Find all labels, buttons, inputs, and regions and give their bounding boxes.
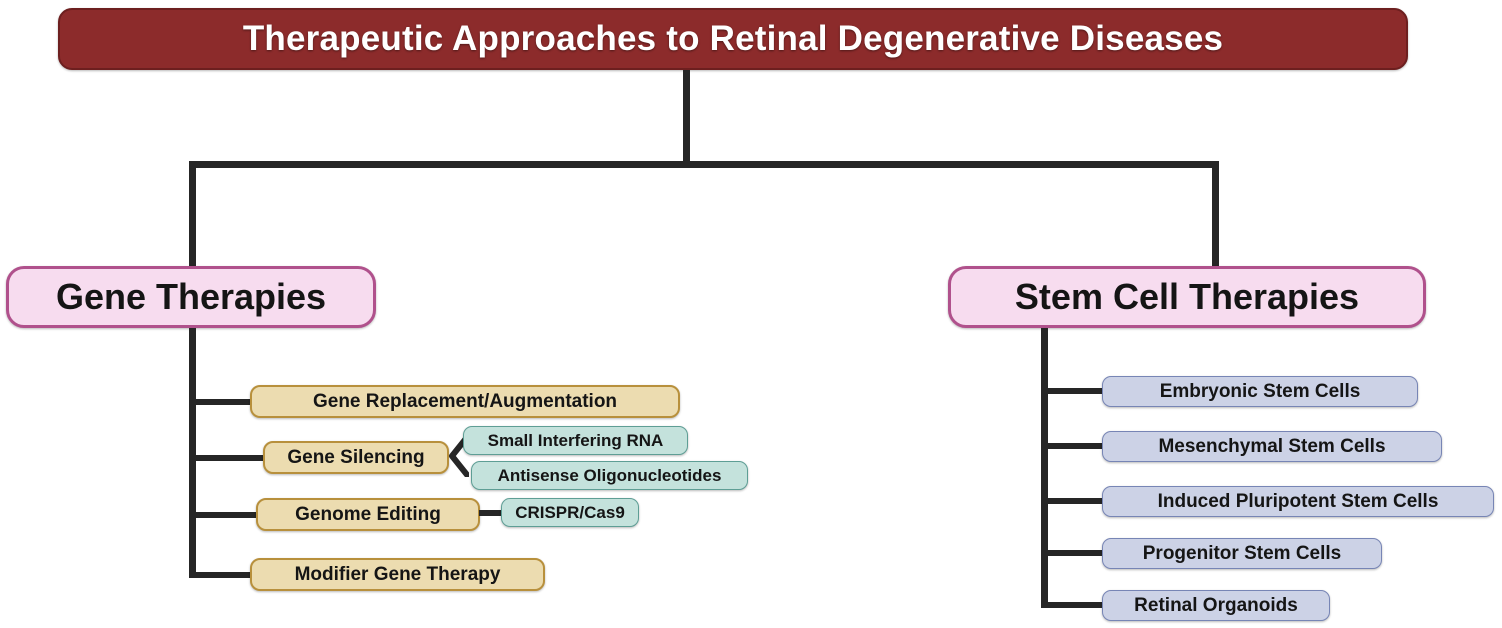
leaf-node-antisense-oligonucleotides[interactable]: Antisense Oligonucleotides [471, 461, 748, 490]
connector-root-horizontal [189, 161, 1219, 168]
connector-gene-branch-4 [189, 572, 253, 578]
connector-gene-branch-1 [189, 399, 253, 405]
leaf-node-small-interfering-rna[interactable]: Small Interfering RNA [463, 426, 688, 455]
connector-stem-branch-2 [1041, 443, 1106, 449]
connector-gene-trunk [189, 328, 196, 578]
connector-root-to-gene-therapies [189, 161, 196, 267]
child-node-embryonic-stem-cells[interactable]: Embryonic Stem Cells [1102, 376, 1418, 407]
connector-stem-branch-4 [1041, 550, 1106, 556]
connector-root-stem [683, 70, 690, 167]
child-node-gene-replacement[interactable]: Gene Replacement/Augmentation [250, 385, 680, 418]
connector-stem-branch-1 [1041, 388, 1106, 394]
connector-stem-branch-5 [1041, 602, 1106, 608]
connector-gene-silencing-fork [449, 435, 469, 477]
connector-root-to-stem-therapies [1212, 161, 1219, 267]
child-node-gene-silencing[interactable]: Gene Silencing [263, 441, 449, 474]
connector-gene-branch-3 [189, 512, 259, 518]
child-node-progenitor-stem-cells[interactable]: Progenitor Stem Cells [1102, 538, 1382, 569]
connector-genome-editing-to-crispr [479, 510, 505, 516]
child-node-mesenchymal-stem-cells[interactable]: Mesenchymal Stem Cells [1102, 431, 1442, 462]
connector-stem-branch-3 [1041, 498, 1106, 504]
diagram-title: Therapeutic Approaches to Retinal Degene… [58, 8, 1408, 70]
connector-gene-branch-2 [189, 455, 267, 461]
child-node-modifier-gene-therapy[interactable]: Modifier Gene Therapy [250, 558, 545, 591]
branch-node-stem-cell-therapies[interactable]: Stem Cell Therapies [948, 266, 1426, 328]
connector-stem-trunk [1041, 328, 1048, 608]
child-node-induced-pluripotent-stem-cells[interactable]: Induced Pluripotent Stem Cells [1102, 486, 1494, 517]
child-node-genome-editing[interactable]: Genome Editing [256, 498, 480, 531]
branch-node-gene-therapies[interactable]: Gene Therapies [6, 266, 376, 328]
leaf-node-crispr-cas9[interactable]: CRISPR/Cas9 [501, 498, 639, 527]
child-node-retinal-organoids[interactable]: Retinal Organoids [1102, 590, 1330, 621]
